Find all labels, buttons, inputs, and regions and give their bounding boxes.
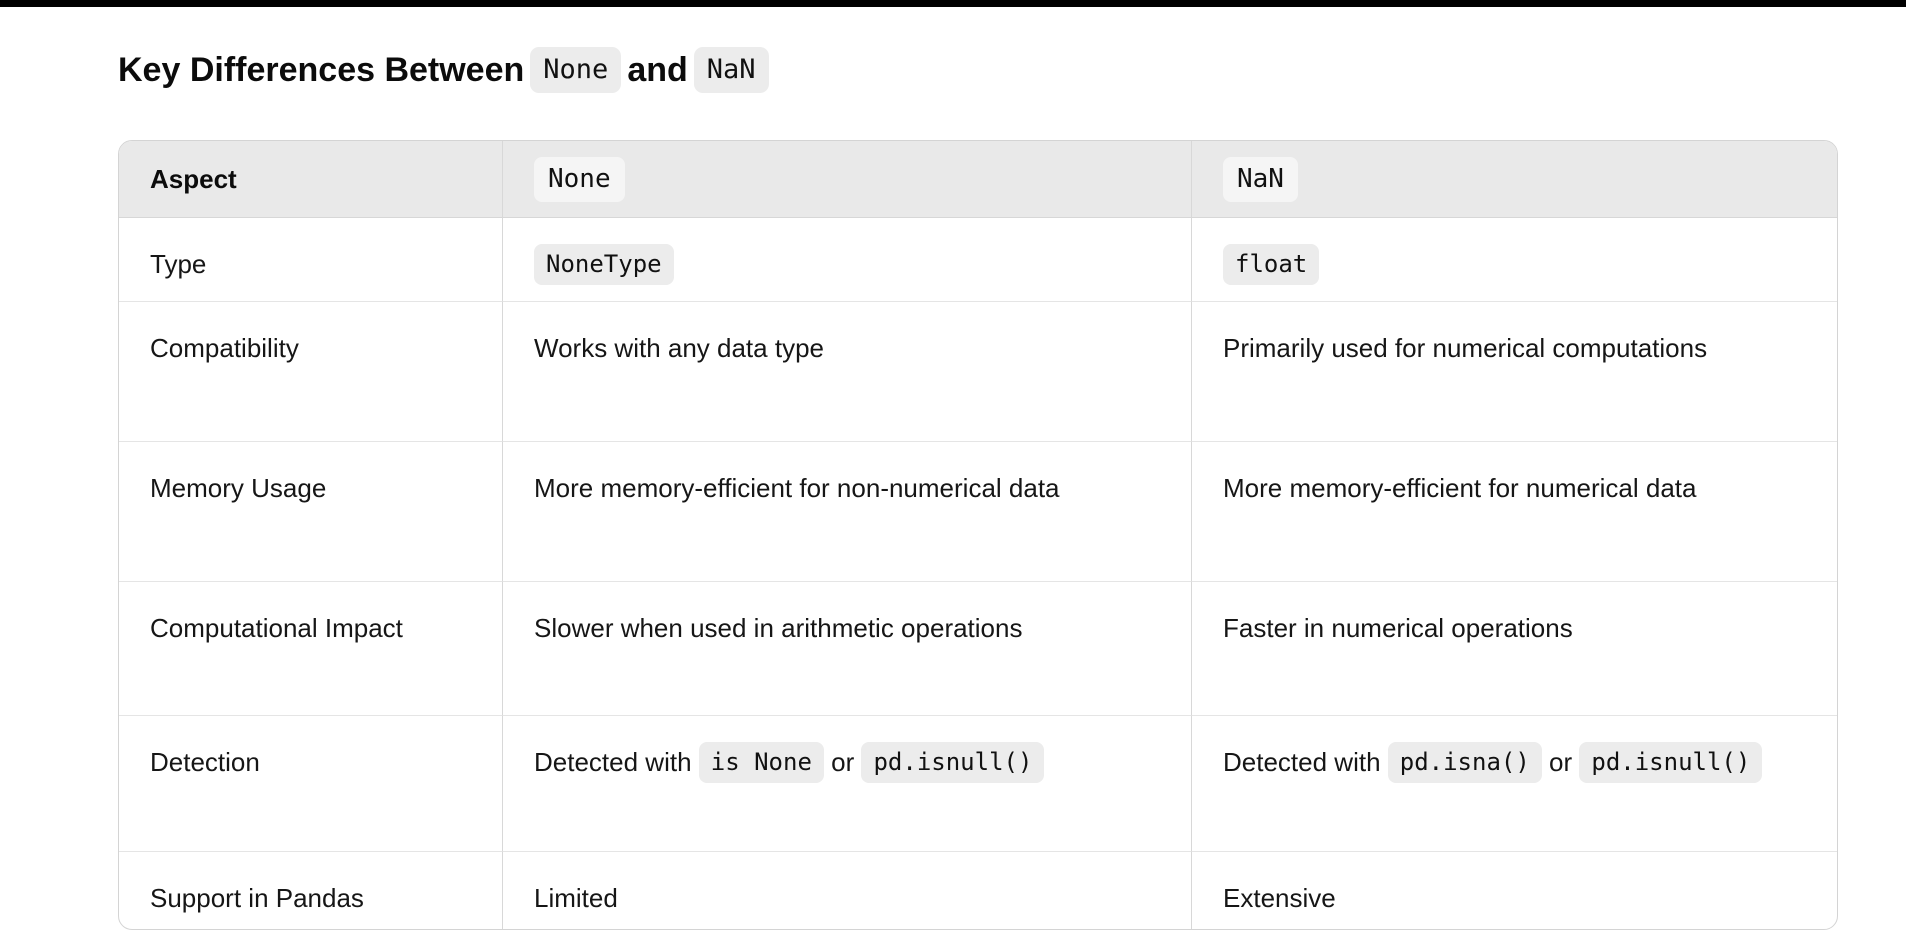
cell-text: Support in Pandas (150, 883, 364, 913)
inline-code: NaN (1223, 157, 1298, 202)
inline-code: pd.isnull() (1579, 742, 1763, 783)
cell-text: Primarily used for numerical computation… (1223, 333, 1708, 363)
cell-text: Slower when used in arithmetic operation… (534, 613, 1023, 643)
cell-text: Compatibility (150, 333, 299, 363)
table-row: Memory Usage More memory-efficient for no… (119, 442, 1837, 582)
table-cell: Compatibility (119, 302, 503, 442)
table-cell: Works with any data type (503, 302, 1192, 442)
table-cell: Computational Impact (119, 582, 503, 716)
header-cell: Aspect (119, 141, 503, 218)
cell-text: or (823, 747, 862, 777)
header-cell: None (503, 141, 1192, 218)
cell-text: Aspect (150, 164, 237, 194)
table-header: Aspect None NaN (119, 141, 1837, 218)
table-cell: Slower when used in arithmetic operation… (503, 582, 1192, 716)
table-row: Compatibility Works with any data type Pri… (119, 302, 1837, 442)
table-cell: Memory Usage (119, 442, 503, 582)
cell-text: More memory-efficient for numerical data (1223, 473, 1697, 503)
table-cell: NoneType (503, 218, 1192, 302)
table-row: Detection Detected with is None or pd.isn… (119, 716, 1837, 852)
inline-code: None (534, 157, 625, 202)
header-cell: NaN (1192, 141, 1837, 218)
inline-code: is None (698, 742, 824, 783)
table-cell: Detected with pd.isna() or pd.isnull() (1192, 716, 1837, 852)
cell-text: Extensive (1223, 883, 1336, 913)
table-row: Support in Pandas Limited Extensive (119, 852, 1837, 929)
inline-code: pd.isnull() (861, 742, 1045, 783)
cell-text: Limited (534, 883, 618, 913)
cell-text: Faster in numerical operations (1223, 613, 1573, 643)
table-cell: Type (119, 218, 503, 302)
cell-text: Type (150, 249, 207, 279)
table-cell: Extensive (1192, 852, 1837, 929)
cell-text: Memory Usage (150, 473, 327, 503)
inline-code: float (1223, 244, 1320, 285)
table-row: Type NoneType float (119, 218, 1837, 302)
cell-text: Detected with (1223, 747, 1388, 777)
table-cell: Detected with is None or pd.isnull() (503, 716, 1192, 852)
inline-code: NoneType (534, 244, 674, 285)
table-cell: float (1192, 218, 1837, 302)
table-cell: More memory-efficient for non-numerical … (503, 442, 1192, 582)
inline-code: pd.isna() (1387, 742, 1542, 783)
cell-text: Detected with (534, 747, 699, 777)
inline-code-none: None (530, 47, 622, 93)
page-title-text: and (627, 51, 688, 89)
cell-text: Works with any data type (534, 333, 824, 363)
inline-code-nan: NaN (693, 47, 769, 93)
cell-text: More memory-efficient for non-numerical … (534, 473, 1060, 503)
top-divider-bar (0, 0, 1906, 7)
table-cell: Support in Pandas (119, 852, 503, 929)
table-row: Computational Impact Slower when used in … (119, 582, 1837, 716)
table-cell: More memory-efficient for numerical data (1192, 442, 1837, 582)
cell-text: Computational Impact (150, 613, 403, 643)
table-cell: Primarily used for numerical computation… (1192, 302, 1837, 442)
cell-text: or (1541, 747, 1580, 777)
page-title-text: Key Differences Between (118, 51, 525, 89)
table-header-row: Aspect None NaN (119, 141, 1837, 218)
table-cell: Limited (503, 852, 1192, 929)
table-cell: Detection (119, 716, 503, 852)
table-cell: Faster in numerical operations (1192, 582, 1837, 716)
cell-text: Detection (150, 747, 260, 777)
